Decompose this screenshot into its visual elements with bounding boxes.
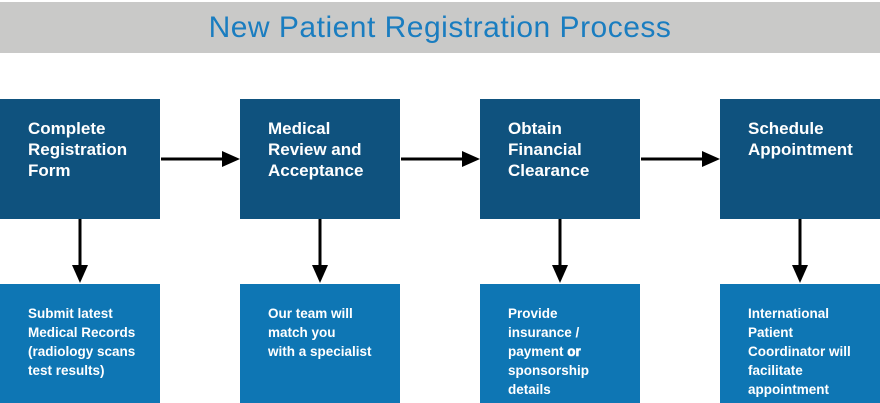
- detail-line: payment or: [508, 342, 634, 361]
- step-column-3: Obtain Financial Clearance Provide insur…: [480, 0, 640, 403]
- detail-line: match you: [268, 325, 336, 340]
- header-bar: New Patient Registration Process: [0, 2, 880, 53]
- detail-line: facilitate: [748, 363, 803, 378]
- step-title-line: Schedule: [748, 119, 824, 138]
- detail-box-match-specialist: Our team will match you with a specialis…: [240, 284, 400, 403]
- step-box-obtain-financial-clearance: Obtain Financial Clearance: [480, 99, 640, 219]
- arrow-right-icon: [161, 151, 240, 167]
- detail-line: Provide: [508, 306, 558, 321]
- detail-line: Patient: [748, 325, 794, 340]
- detail-line-text: payment: [508, 344, 564, 359]
- detail-box-insurance-payment-sponsorship: Provide insurance / payment or sponsorsh…: [480, 284, 640, 403]
- arrow-right-icon: [641, 151, 720, 167]
- detail-line: appointment: [748, 382, 829, 397]
- step-box-medical-review-acceptance: Medical Review and Acceptance: [240, 99, 400, 219]
- arrow-down-icon: [312, 219, 328, 283]
- step-title-line: Medical: [268, 119, 331, 138]
- step-box-complete-registration-form: Complete Registration Form: [0, 99, 160, 219]
- detail-line: Coordinator will: [748, 344, 851, 359]
- step-box-schedule-appointment: Schedule Appointment: [720, 99, 880, 219]
- detail-line: sponsorship: [508, 363, 590, 378]
- detail-box-coordinator-facilitate: International Patient Coordinator will f…: [720, 284, 880, 403]
- step-title-line: Form: [28, 161, 71, 180]
- step-title-line: Review and: [268, 140, 362, 159]
- detail-line: Our team will: [268, 306, 353, 321]
- detail-line: Medical Records: [28, 325, 136, 340]
- detail-line: details: [508, 382, 551, 397]
- step-column-2: Medical Review and Acceptance Our team w…: [240, 0, 400, 403]
- step-column-1: Complete Registration Form Submit latest…: [0, 0, 160, 403]
- step-title-line: Financial: [508, 140, 582, 159]
- step-title-line: Appointment: [748, 140, 853, 159]
- detail-line: with a specialist: [268, 344, 372, 359]
- arrow-down-icon: [792, 219, 808, 283]
- arrow-down-icon: [72, 219, 88, 283]
- arrow-right-icon: [401, 151, 480, 167]
- detail-line: test results): [28, 363, 105, 378]
- detail-line: (radiology scans: [28, 344, 136, 359]
- detail-line: International: [748, 306, 830, 321]
- step-title-line: Clearance: [508, 161, 590, 180]
- detail-line: insurance /: [508, 325, 580, 340]
- detail-box-submit-medical-records: Submit latest Medical Records (radiology…: [0, 284, 160, 403]
- step-title-line: Complete: [28, 119, 106, 138]
- step-title-line: Obtain: [508, 119, 562, 138]
- step-column-4: Schedule Appointment International Patie…: [720, 0, 880, 403]
- detail-line: Submit latest: [28, 306, 113, 321]
- step-title-line: Acceptance: [268, 161, 364, 180]
- detail-line-bold-word: or: [567, 344, 581, 360]
- page-title: New Patient Registration Process: [208, 10, 672, 44]
- step-title-line: Registration: [28, 140, 128, 159]
- arrow-down-icon: [552, 219, 568, 283]
